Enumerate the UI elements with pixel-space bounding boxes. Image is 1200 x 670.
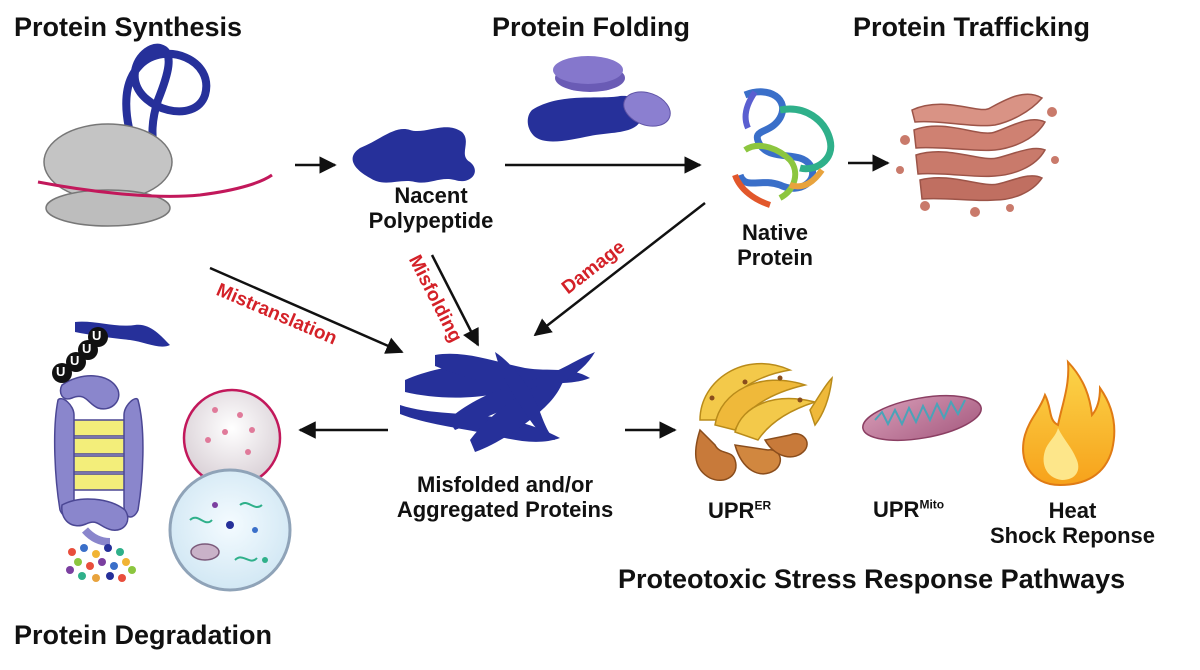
nascent-chain-loop [122, 43, 211, 154]
upr-er-superscript: ER [754, 498, 772, 513]
label-misfolded-line1: Misfolded and/or [417, 472, 593, 497]
golgi-apparatus [896, 93, 1059, 217]
proteasome-side-left [53, 398, 75, 518]
native-protein-ribbon [732, 88, 835, 208]
ribosome-large-subunit [43, 123, 173, 201]
label-heat-shock-response: Heat Shock Reponse [970, 498, 1175, 549]
label-native-line1: Native [741, 220, 809, 245]
label-upr-mito: UPRMito [873, 497, 944, 522]
label-heat-line1: Heat [1048, 498, 1097, 523]
proteasome-side-right [123, 398, 144, 518]
label-heat-line2: Shock Reponse [989, 523, 1156, 549]
flow-arrows [209, 154, 890, 439]
upr-er-base: UPR [708, 498, 755, 523]
ubiquitin-letter-4: U [92, 328, 102, 343]
ubiquitin-chain [52, 327, 108, 383]
chaperone-protein-shape [527, 95, 644, 142]
label-nacent-line1: Nacent [394, 183, 468, 208]
mitochondrion-illustration [862, 394, 982, 442]
heading-protein-trafficking: Protein Trafficking [853, 12, 1091, 42]
label-nacent-line2: Polypeptide [368, 208, 494, 234]
autophagosome [168, 468, 292, 592]
arrow-mistranslation [209, 266, 404, 354]
peptide-fragments [66, 544, 136, 582]
ubiquitin-letter-3: U [82, 341, 92, 356]
upr-mito-superscript: Mito [919, 497, 945, 512]
arrow-damage [533, 202, 706, 337]
arrow-misfolding [430, 254, 480, 347]
label-upr-er: UPRER [708, 498, 771, 523]
chaperone-disc-top [553, 56, 623, 84]
mrna-strand [37, 173, 273, 198]
heading-stress-response-pathways: Proteotoxic Stress Response Pathways [618, 564, 1126, 594]
proteasome-cap-top [59, 375, 120, 410]
ubiquitin-letter-1: U [56, 364, 66, 379]
proteasome-core-1 [67, 419, 131, 437]
er-illustration [694, 363, 833, 481]
chaperone-illustration [527, 56, 671, 142]
label-misfolded-line2: Aggregated Proteins [396, 497, 614, 523]
chaperone-disc-side [623, 91, 671, 127]
protein-aggregate [400, 352, 595, 452]
lysosome-illustration [168, 388, 292, 592]
heading-protein-folding: Protein Folding [492, 12, 690, 42]
label-nacent-polypeptide: Nacent Polypeptide [356, 183, 506, 234]
upr-mito-base: UPR [873, 497, 920, 522]
heading-protein-degradation: Protein Degradation [14, 620, 273, 650]
ubiquitin-tag-1 [52, 363, 72, 383]
ubiquitin-tag-4 [88, 327, 108, 347]
heading-protein-synthesis: Protein Synthesis [14, 12, 243, 42]
label-native-line2: Protein [737, 245, 813, 271]
nascent-polypeptide-shape [352, 127, 475, 183]
flame-icon [1022, 359, 1116, 487]
proteasome-illustration [53, 321, 170, 546]
label-misfolded-aggregated: Misfolded and/or Aggregated Proteins [385, 472, 625, 523]
label-native-protein: Native Protein [720, 220, 830, 271]
ubiquitin-letter-2: U [70, 353, 80, 368]
proteasome-core-2 [67, 437, 131, 455]
ribosome-illustration [37, 43, 273, 227]
ribosome-small-subunit [45, 189, 171, 227]
proteasome-core-3 [67, 455, 131, 473]
proteasome-cap-bottom [61, 498, 129, 531]
proteasome-core-4 [67, 473, 131, 491]
